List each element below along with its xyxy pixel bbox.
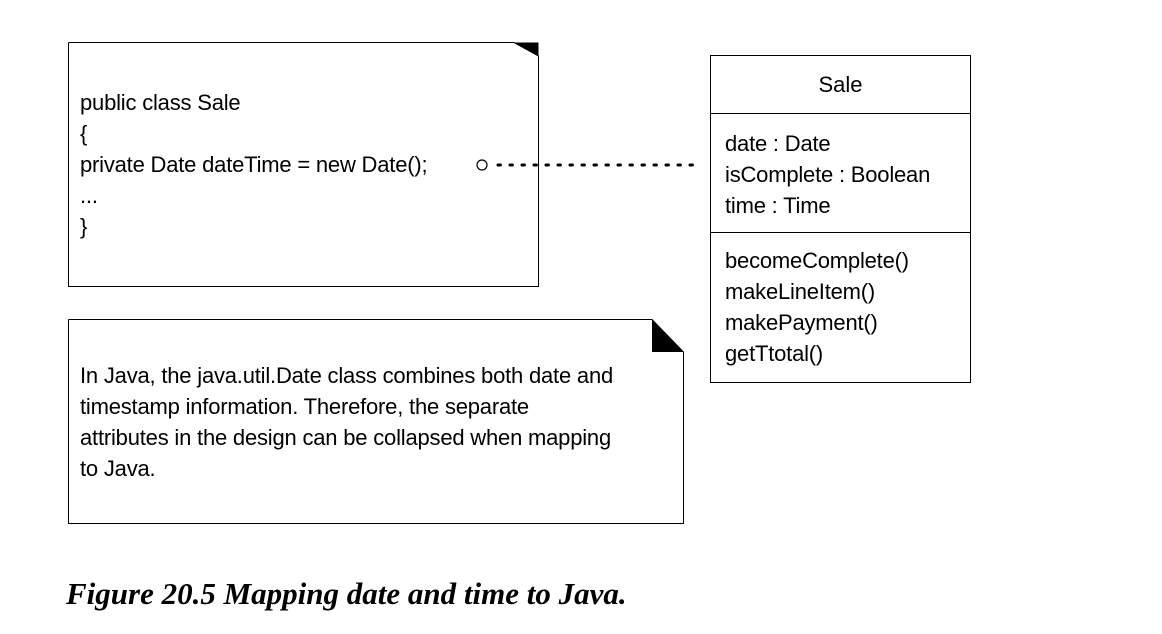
operation: makeLineItem()	[725, 279, 876, 304]
note-border	[68, 319, 684, 524]
operations-compartment: becomeComplete() makeLineItem() makePaym…	[711, 233, 970, 369]
note-anchor-line	[476, 159, 700, 171]
code-line: }	[80, 214, 88, 239]
java-note-text: In Java, the java.util.Date class combin…	[80, 360, 613, 484]
note-line: In Java, the java.util.Date class combin…	[80, 363, 614, 388]
attribute: time : Time	[725, 193, 831, 218]
attributes-compartment: date : Date isComplete : Boolean time : …	[711, 114, 970, 233]
anchor-circle	[476, 159, 488, 171]
note-fold-corner	[652, 319, 684, 352]
note-fold-corner	[514, 42, 539, 56]
operation: becomeComplete()	[725, 248, 909, 273]
operation: makePayment()	[725, 310, 878, 335]
note-line: to Java.	[80, 456, 156, 481]
code-line: public class Sale	[80, 90, 241, 115]
code-line: {	[80, 121, 88, 146]
code-note: public class Sale { private Date dateTim…	[68, 42, 539, 287]
sale-class-box: Sale date : Date isComplete : Boolean ti…	[710, 55, 971, 383]
note-border	[68, 42, 539, 287]
attribute: isComplete : Boolean	[725, 162, 931, 187]
code-line: ...	[80, 183, 98, 208]
code-line: private Date dateTime = new Date();	[80, 152, 428, 177]
class-name: Sale	[711, 56, 970, 114]
java-mapping-note: In Java, the java.util.Date class combin…	[68, 319, 684, 524]
code-note-text: public class Sale { private Date dateTim…	[80, 87, 428, 242]
figure-caption: Figure 20.5 Mapping date and time to Jav…	[66, 576, 627, 611]
attribute: date : Date	[725, 131, 831, 156]
note-line: attributes in the design can be collapse…	[80, 425, 612, 450]
note-line: timestamp information. Therefore, the se…	[80, 394, 529, 419]
operation: getTtotal()	[725, 341, 824, 366]
